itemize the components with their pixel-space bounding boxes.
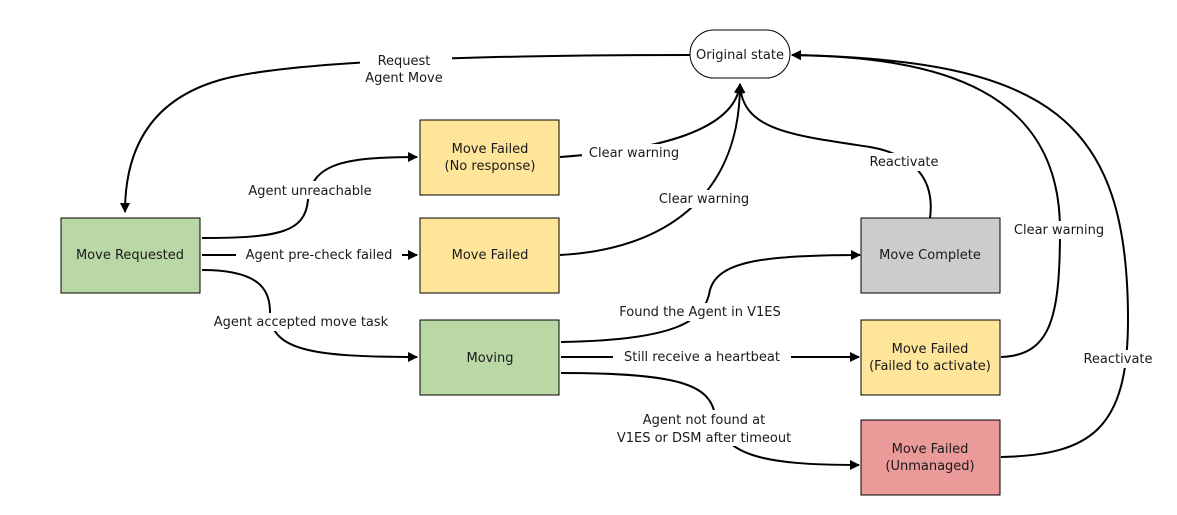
node-unmanaged-shape: [860, 419, 1001, 496]
node-failed-noresp-shape: [419, 119, 560, 196]
node-failed-noresp-line1: Move Failed: [452, 142, 529, 157]
node-move-complete: Move Complete: [860, 217, 1001, 294]
label-agent-unreachable-text: Agent unreachable: [248, 184, 371, 199]
edge-request-agent-move: [120, 54, 691, 213]
label-clear-warning-1: Clear warning: [582, 144, 686, 162]
label-clear-warning-1-text: Clear warning: [589, 146, 679, 161]
label-accepted-text: Agent accepted move task: [214, 315, 389, 330]
label-clear-warning-2-text: Clear warning: [659, 192, 749, 207]
node-move-requested: Move Requested: [60, 217, 201, 294]
label-heartbeat-text: Still receive a heartbeat: [624, 350, 780, 365]
label-reactivate-1-text: Reactivate: [869, 155, 938, 170]
label-not-found-line1: Agent not found at: [643, 413, 766, 428]
node-original-label: Original state: [696, 48, 784, 63]
node-failed-shape: [419, 217, 560, 294]
edge-reactivate-1: [735, 83, 932, 219]
label-found-text: Found the Agent in V1ES: [619, 305, 781, 320]
node-move-failed-no-response: Move Failed (No response): [419, 119, 560, 196]
node-move-failed-activate: Move Failed (Failed to activate): [860, 319, 1001, 396]
node-complete-label: Move Complete: [879, 248, 981, 263]
node-unmanaged-line1: Move Failed: [892, 442, 969, 457]
node-original-state: Original state: [689, 29, 791, 79]
label-agent-unreachable: Agent unreachable: [240, 181, 380, 199]
edge-clear-warning-2: [559, 83, 745, 256]
edge-found-agent: [560, 250, 861, 343]
label-accepted-move-task: Agent accepted move task: [204, 313, 400, 331]
label-reactivate-1: Reactivate: [864, 153, 944, 171]
label-not-found: Agent not found at V1ES or DSM after tim…: [604, 410, 804, 446]
node-move-failed-unmanaged: Move Failed (Unmanaged): [860, 419, 1001, 496]
label-request-line1: Request: [378, 54, 431, 69]
node-moving-shape: [419, 319, 560, 396]
label-clear-warning-2: Clear warning: [652, 190, 756, 208]
edge-reactivate-2: [791, 50, 1130, 458]
node-failed-activate-shape: [860, 319, 1001, 396]
node-failed-noresp-line2: (No response): [445, 159, 536, 174]
node-complete-shape: [860, 217, 1001, 294]
edge-agent-unreachable: [201, 152, 418, 239]
node-moving-label: Moving: [467, 351, 514, 366]
node-moving: Moving: [419, 319, 560, 396]
label-clear-warning-3-text: Clear warning: [1014, 223, 1104, 238]
label-reactivate-2: Reactivate: [1078, 350, 1158, 368]
edge-clear-warning-3: [791, 50, 1062, 358]
node-unmanaged-line2: (Unmanaged): [885, 459, 974, 474]
label-found-agent: Found the Agent in V1ES: [618, 303, 784, 321]
node-requested-shape: [60, 217, 201, 294]
node-failed-activate-line1: Move Failed: [892, 342, 969, 357]
label-reactivate-2-text: Reactivate: [1083, 352, 1152, 367]
node-original-shape: [689, 29, 791, 79]
node-move-failed: Move Failed: [419, 217, 560, 294]
label-request-agent-move: Request Agent Move: [360, 51, 452, 87]
node-failed-activate-line2: (Failed to activate): [869, 359, 991, 374]
label-precheck-failed: Agent pre-check failed: [236, 246, 402, 264]
label-heartbeat: Still receive a heartbeat: [613, 348, 791, 366]
label-not-found-line2: V1ES or DSM after timeout: [617, 431, 791, 446]
label-clear-warning-3: Clear warning: [1006, 221, 1112, 239]
node-failed-label: Move Failed: [452, 248, 529, 263]
label-request-line2: Agent Move: [365, 71, 442, 86]
label-precheck-text: Agent pre-check failed: [246, 248, 393, 263]
node-requested-label: Move Requested: [76, 248, 184, 263]
